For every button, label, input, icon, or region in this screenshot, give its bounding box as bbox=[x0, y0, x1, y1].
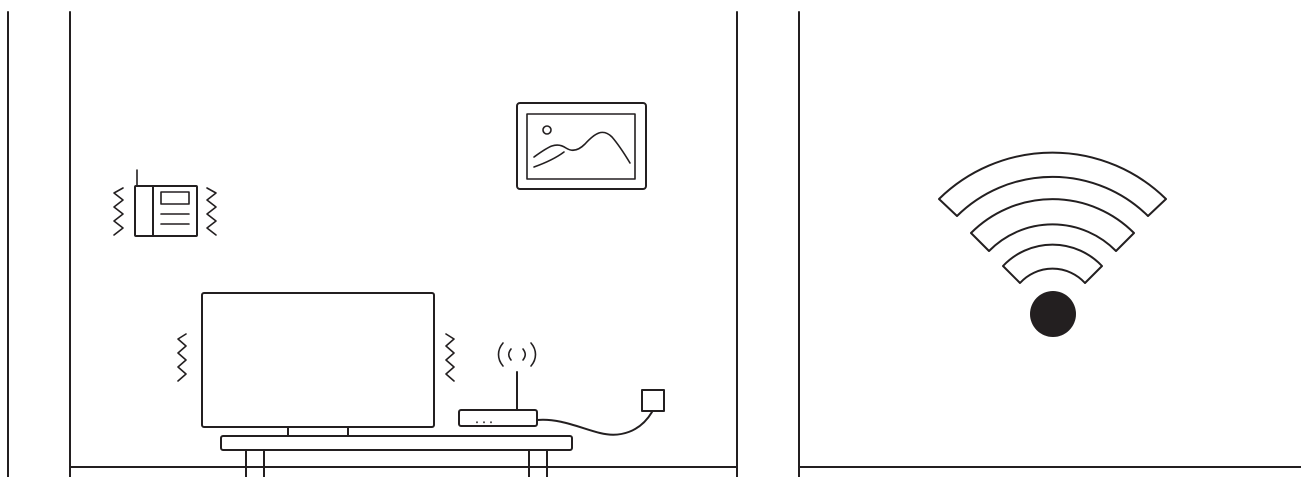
wifi-arc-outer bbox=[939, 153, 1166, 216]
frame-hills-back bbox=[534, 132, 630, 163]
antenna-wave-left-inner bbox=[509, 349, 511, 360]
stand-leg-left bbox=[246, 450, 264, 477]
stand-top bbox=[221, 436, 572, 450]
phone-display bbox=[161, 192, 189, 204]
vibration-left-zigzag bbox=[114, 188, 123, 235]
antenna-wave-right-outer bbox=[531, 343, 536, 366]
phone-body bbox=[135, 186, 197, 236]
tv-vibration-icon bbox=[178, 334, 454, 381]
picture-frame bbox=[517, 103, 646, 189]
telephone-icon bbox=[135, 170, 197, 236]
wifi-arc-middle bbox=[971, 199, 1134, 251]
tv-stand bbox=[221, 436, 572, 477]
stand-leg-right bbox=[529, 450, 547, 477]
phone-vibration-icon bbox=[114, 188, 216, 235]
antenna-wave-left-outer bbox=[499, 343, 504, 366]
antenna-wave-right-inner bbox=[523, 349, 525, 360]
wifi-signal-icon bbox=[939, 153, 1166, 337]
tv-vibration-left bbox=[178, 334, 186, 381]
router-body bbox=[459, 410, 537, 426]
vibration-right-zigzag bbox=[207, 188, 216, 235]
tv-base bbox=[288, 427, 348, 436]
tv-screen bbox=[202, 293, 434, 427]
power-outlet-icon bbox=[642, 390, 664, 411]
television-icon bbox=[202, 293, 434, 436]
frame-outer bbox=[517, 103, 646, 189]
power-cable bbox=[537, 412, 652, 435]
router-icon bbox=[459, 343, 537, 426]
tv-vibration-right bbox=[446, 334, 454, 381]
frame-sun bbox=[543, 126, 551, 134]
wifi-arc-inner bbox=[1003, 245, 1102, 283]
wifi-signal-dot bbox=[1030, 291, 1076, 337]
left-room bbox=[8, 12, 737, 477]
